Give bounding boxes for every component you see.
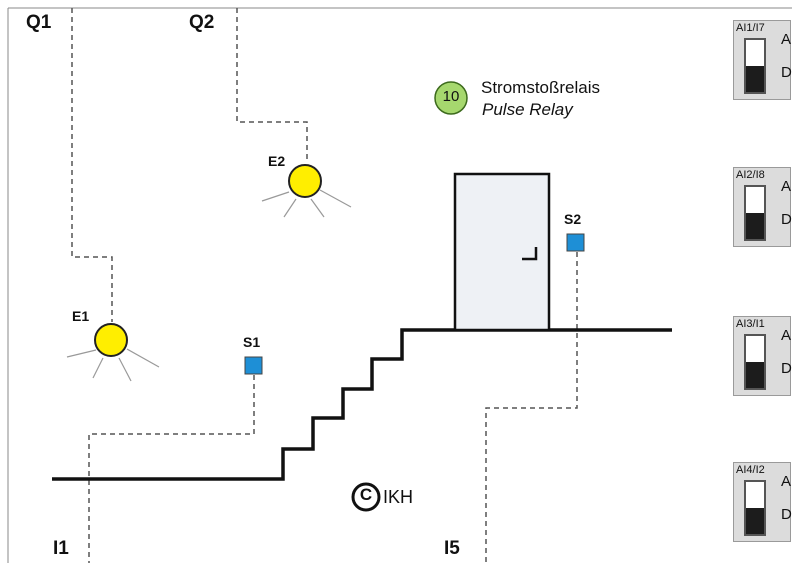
pushbutton-s2[interactable] [566, 233, 585, 252]
door [453, 172, 551, 332]
ad-switch-slot[interactable] [744, 38, 766, 94]
ad-switch-knob[interactable] [746, 66, 764, 92]
ad-switch-title: AI4/I2 [736, 464, 765, 476]
ad-switch-a-label: A [781, 327, 792, 344]
pushbutton-s1[interactable] [244, 356, 263, 375]
ad-switch-a-label: A [781, 31, 792, 48]
ad-switch-title: AI3/I1 [736, 318, 765, 330]
wire-s2-i5 [485, 252, 578, 563]
ad-switch-2[interactable]: AI2/I8 A D [733, 167, 792, 247]
ad-switch-title: AI1/I7 [736, 22, 765, 34]
switch-s1-label: S1 [243, 334, 261, 350]
output-q2-label: Q2 [189, 12, 215, 33]
ad-switch-1[interactable]: AI1/I7 A D [733, 20, 792, 100]
ad-switch-a-label: A [781, 473, 792, 490]
function-badge [434, 81, 468, 115]
staircase [52, 328, 672, 481]
ad-switch-3[interactable]: AI3/I1 A D [733, 316, 792, 396]
ad-switch-title: AI2/I8 [736, 169, 765, 181]
copyright-icon [351, 482, 381, 512]
ad-switch-4[interactable]: AI4/I2 A D [733, 462, 792, 542]
ad-switch-slot[interactable] [744, 185, 766, 241]
wire-q1-e1 [71, 8, 113, 322]
ad-switch-slot[interactable] [744, 334, 766, 390]
wire-q2-e2 [236, 8, 308, 160]
ad-switch-d-label: D [781, 211, 792, 228]
ad-switch-knob[interactable] [746, 213, 764, 239]
ad-switch-knob[interactable] [746, 362, 764, 388]
lamp-e2-icon [261, 164, 352, 218]
copyright-text: IKH [383, 487, 414, 507]
door-handle [522, 247, 538, 261]
copyright-symbol: C [359, 485, 373, 504]
lamp-e2-label: E2 [268, 153, 286, 169]
input-i5-label: I5 [444, 538, 460, 559]
wire-s1-i1 [88, 375, 255, 563]
function-badge-number: 10 [442, 88, 460, 105]
lamp-e1-label: E1 [72, 308, 90, 324]
function-subtitle: Pulse Relay [482, 100, 573, 119]
lamp-e1-icon [66, 323, 160, 382]
ad-switch-slot[interactable] [744, 480, 766, 536]
ad-switch-d-label: D [781, 506, 792, 523]
switch-s2-label: S2 [564, 211, 582, 227]
ad-switch-d-label: D [781, 360, 792, 377]
ad-switch-d-label: D [781, 64, 792, 81]
input-i1-label: I1 [53, 538, 69, 559]
output-q1-label: Q1 [26, 12, 52, 33]
ad-switch-a-label: A [781, 178, 792, 195]
ad-switch-knob[interactable] [746, 508, 764, 534]
function-title: Stromstoßrelais [481, 78, 601, 97]
